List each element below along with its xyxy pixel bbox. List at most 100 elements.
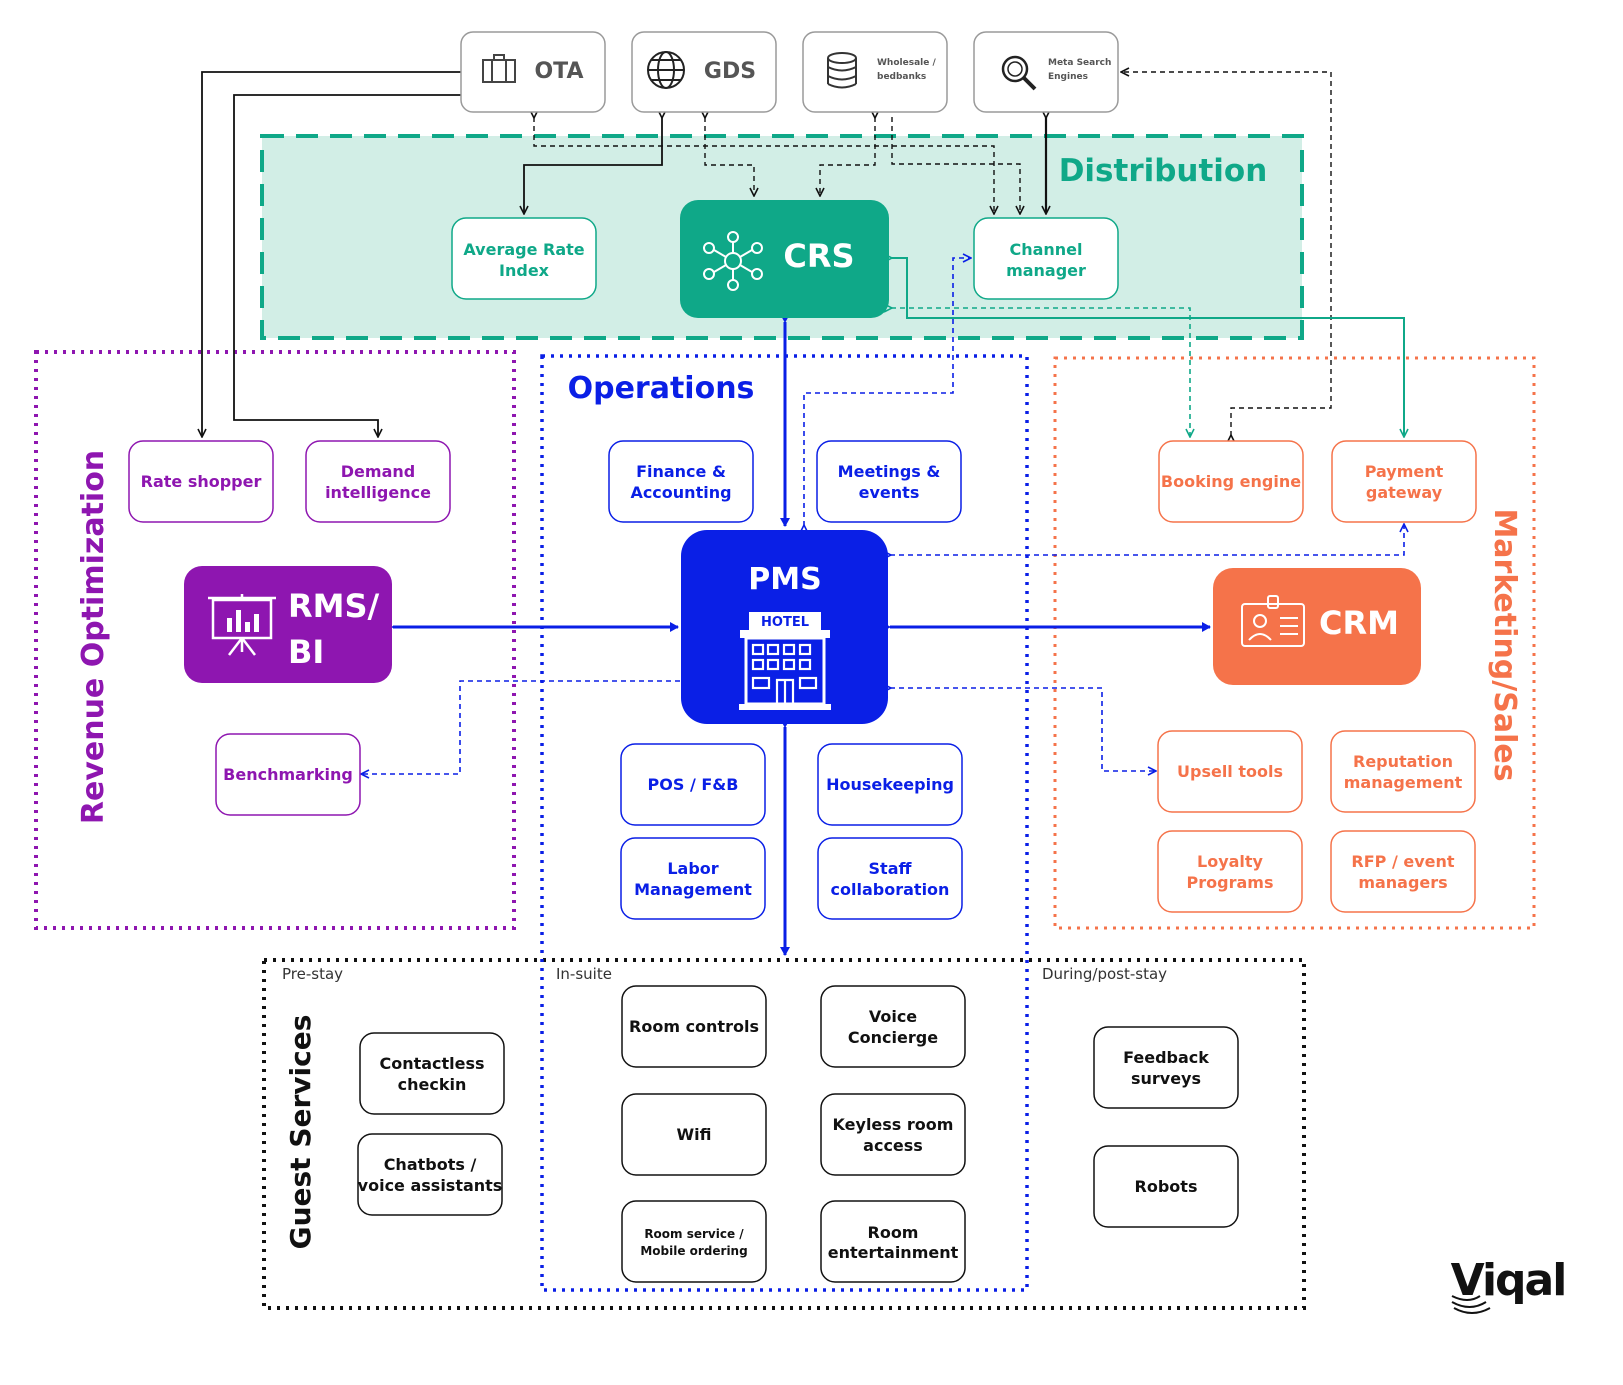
meetings-events-node[interactable]: Meetings & events <box>816 440 962 523</box>
ari-label-line1: Average Rate <box>463 240 584 259</box>
meetings-label-line2: events <box>859 483 920 502</box>
reputation-management-node[interactable]: Reputation management <box>1330 730 1476 813</box>
edge-wholesale-crs <box>820 117 875 195</box>
finance-accounting-node[interactable]: Finance & Accounting <box>608 440 754 523</box>
payment-gateway-node[interactable]: Payment gateway <box>1331 440 1477 523</box>
wholesale-label-line2: bedbanks <box>877 72 926 82</box>
crs-label: CRS <box>783 237 854 275</box>
average-rate-index-node[interactable]: Average Rate Index <box>451 217 597 300</box>
channel-manager-label-line1: Channel <box>1009 240 1082 259</box>
demand-intelligence-node[interactable]: Demand intelligence <box>305 440 451 523</box>
labor-label-line1: Labor <box>667 859 718 878</box>
logo-text: Viqal <box>1451 1255 1566 1306</box>
booking-engine-node[interactable]: Booking engine <box>1158 440 1304 523</box>
loyalty-label-line1: Loyalty <box>1197 852 1264 871</box>
marketing-group: Marketing/Sales <box>1053 356 1536 930</box>
staff-collaboration-node[interactable]: Staff collaboration <box>817 837 963 920</box>
network-hub-icon <box>703 231 763 291</box>
edge-pms-payment <box>890 525 1404 555</box>
guest-services-group: Guest Services Pre-stay In-suite During/… <box>262 958 1306 1310</box>
chatbots-node[interactable]: Chatbots / voice assistants <box>357 1133 503 1216</box>
keyless-access-node[interactable]: Keyless room access <box>820 1093 966 1176</box>
robots-label: Robots <box>1135 1177 1198 1196</box>
briefcase-icon <box>482 54 516 83</box>
pms-node[interactable]: PMS HOTEL <box>681 530 888 724</box>
upsell-tools-node[interactable]: Upsell tools <box>1157 730 1303 813</box>
loyalty-label-line2: Programs <box>1187 873 1274 892</box>
robots-node[interactable]: Robots <box>1093 1145 1239 1228</box>
room-service-node[interactable]: Room service / Mobile ordering <box>621 1200 767 1283</box>
revenue-group: Revenue Optimization <box>34 350 516 930</box>
crs-node[interactable]: CRS <box>680 200 889 318</box>
id-badge-icon <box>1241 595 1305 647</box>
crm-node[interactable]: CRM <box>1213 568 1421 685</box>
benchmarking-label: Benchmarking <box>223 765 353 784</box>
pos-fnb-node[interactable]: POS / F&B <box>620 743 766 826</box>
feedback-label-line1: Feedback <box>1123 1048 1209 1067</box>
distribution-title: Distribution <box>1059 153 1268 189</box>
pre-stay-label: Pre-stay <box>282 965 343 983</box>
chatbots-label-line2: voice assistants <box>358 1176 503 1195</box>
contactless-checkin-node[interactable]: Contactless checkin <box>359 1032 505 1115</box>
room-entertainment-node[interactable]: Room entertainment <box>820 1200 966 1283</box>
post-stay-label: During/post-stay <box>1042 965 1167 983</box>
wholesale-node[interactable]: Wholesale / bedbanks <box>802 31 948 113</box>
reputation-label-line1: Reputation <box>1353 752 1453 771</box>
channel-manager-label-line2: manager <box>1006 261 1086 280</box>
edge-crs-booking <box>891 308 1190 436</box>
connectors <box>202 71 1404 956</box>
edge-gds-crs <box>705 117 754 195</box>
hotel-sign-label: HOTEL <box>761 615 809 630</box>
wifi-node[interactable]: Wifi <box>621 1093 767 1176</box>
rms-label-line1: RMS/ <box>288 587 380 625</box>
contactless-label-line2: checkin <box>398 1075 467 1094</box>
database-icon <box>827 52 857 89</box>
feedback-label-line2: surveys <box>1131 1069 1201 1088</box>
staff-label-line1: Staff <box>869 859 913 878</box>
edge-wholesale-channel-manager <box>891 117 1020 213</box>
room-controls-node[interactable]: Room controls <box>621 985 767 1068</box>
room-service-label-line1: Room service / <box>644 1227 744 1241</box>
loyalty-programs-node[interactable]: Loyalty Programs <box>1157 830 1303 913</box>
feedback-surveys-node[interactable]: Feedback surveys <box>1093 1026 1239 1109</box>
chatbots-label-line1: Chatbots / <box>384 1155 477 1174</box>
demand-label-line2: intelligence <box>325 483 431 502</box>
revenue-title: Revenue Optimization <box>76 450 111 824</box>
globe-icon <box>647 51 685 89</box>
contactless-label-line1: Contactless <box>379 1054 484 1073</box>
wifi-label: Wifi <box>677 1125 712 1144</box>
edge-ota-channel-manager <box>534 117 994 213</box>
booking-engine-label: Booking engine <box>1161 472 1301 491</box>
payment-label-line1: Payment <box>1365 462 1444 481</box>
crm-label: CRM <box>1319 604 1399 642</box>
rfp-label-line1: RFP / event <box>1351 852 1454 871</box>
voice-label-line2: Concierge <box>848 1028 938 1047</box>
staff-label-line2: collaboration <box>831 880 950 899</box>
voice-concierge-node[interactable]: Voice Concierge <box>820 985 966 1068</box>
gds-node[interactable]: GDS <box>631 31 777 113</box>
rms-bi-node[interactable]: RMS/ BI <box>184 566 392 683</box>
viqal-logo: Viqal <box>1451 1255 1567 1314</box>
edge-ota-rate-shopper <box>202 71 461 436</box>
pos-label: POS / F&B <box>648 775 739 794</box>
housekeeping-node[interactable]: Housekeeping <box>817 743 963 826</box>
finance-label-line1: Finance & <box>636 462 726 481</box>
entertainment-label-line1: Room <box>868 1223 919 1242</box>
meta-search-label-line2: Engines <box>1048 72 1088 82</box>
gds-label: GDS <box>704 59 756 84</box>
channel-manager-node[interactable]: Channel manager <box>973 217 1119 300</box>
room-service-label-line2: Mobile ordering <box>640 1244 747 1258</box>
rate-shopper-node[interactable]: Rate shopper <box>128 440 274 523</box>
meta-search-node[interactable]: Meta Search Engines <box>973 31 1119 113</box>
wholesale-label-line1: Wholesale / <box>877 58 936 68</box>
ota-label: OTA <box>534 59 583 84</box>
upsell-label: Upsell tools <box>1177 762 1283 781</box>
meetings-label-line1: Meetings & <box>838 462 941 481</box>
rfp-event-managers-node[interactable]: RFP / event managers <box>1330 830 1476 913</box>
labor-management-node[interactable]: Labor Management <box>620 837 766 920</box>
benchmarking-node[interactable]: Benchmarking <box>215 733 361 816</box>
pms-label: PMS <box>748 562 821 597</box>
ota-node[interactable]: OTA <box>460 31 606 113</box>
marketing-title: Marketing/Sales <box>1487 508 1522 781</box>
reputation-label-line2: management <box>1344 773 1463 792</box>
